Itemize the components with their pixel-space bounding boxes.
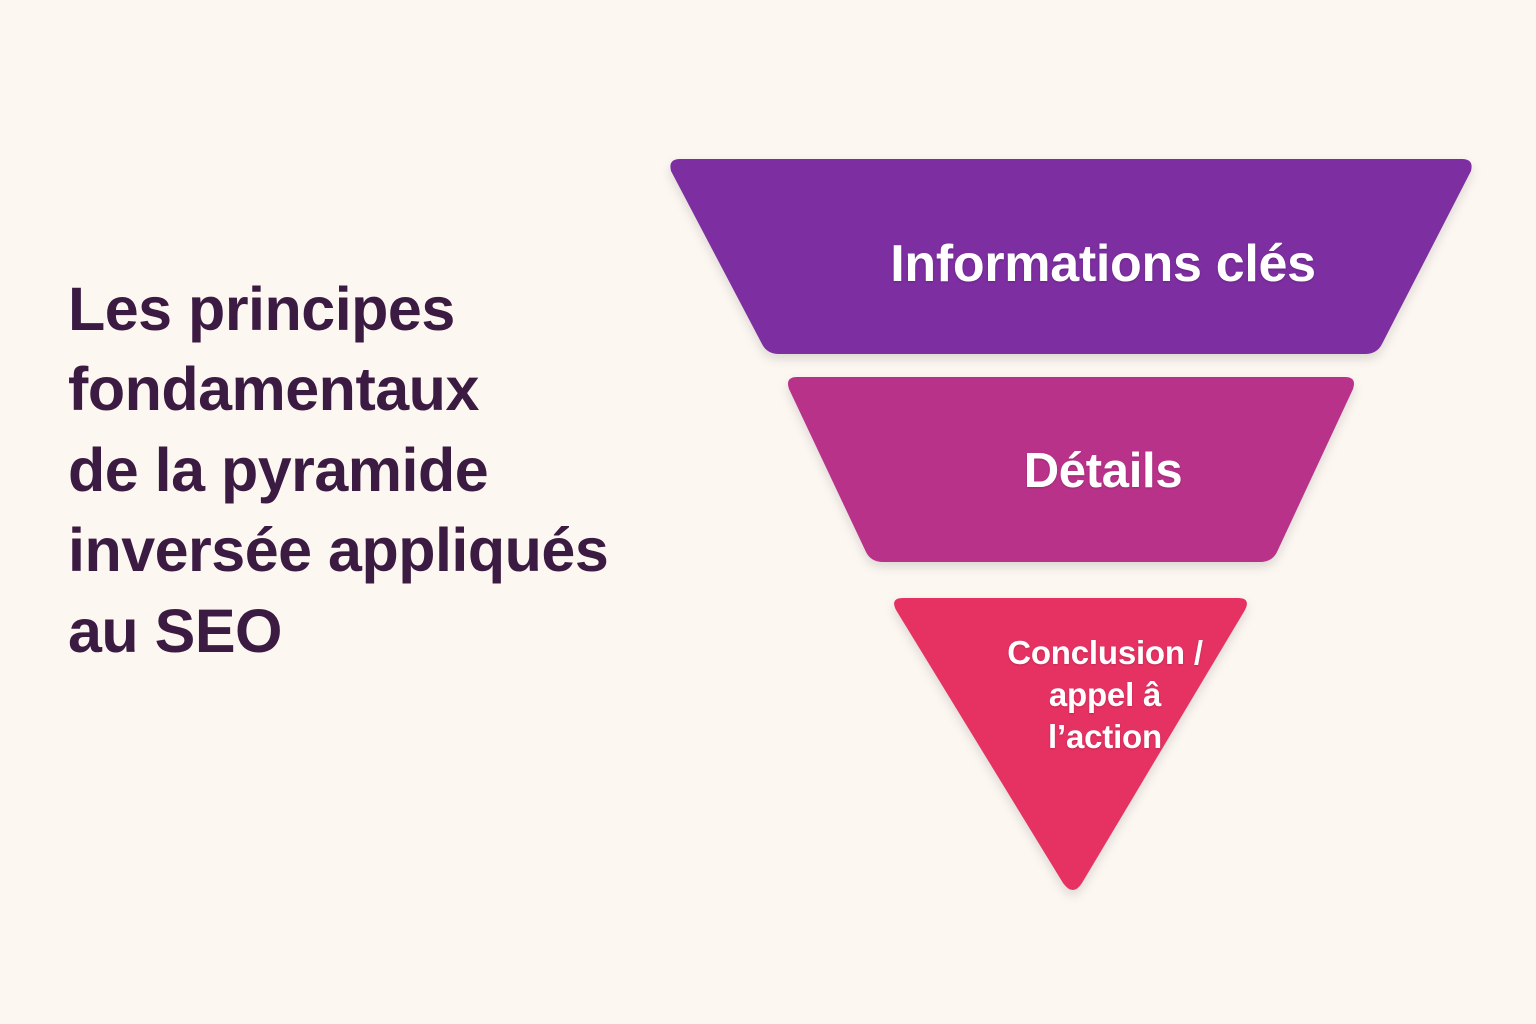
inverted-pyramid-funnel: Informations clés Détails Conclusion / a… [640, 140, 1500, 920]
page-title: Les principes fondamentaux de la pyramid… [68, 274, 609, 665]
funnel-svg [670, 159, 1472, 890]
funnel-level-1-shape[interactable] [670, 159, 1472, 354]
funnel-level-3-shape[interactable] [894, 598, 1247, 890]
funnel-level-2-shape[interactable] [788, 377, 1354, 562]
